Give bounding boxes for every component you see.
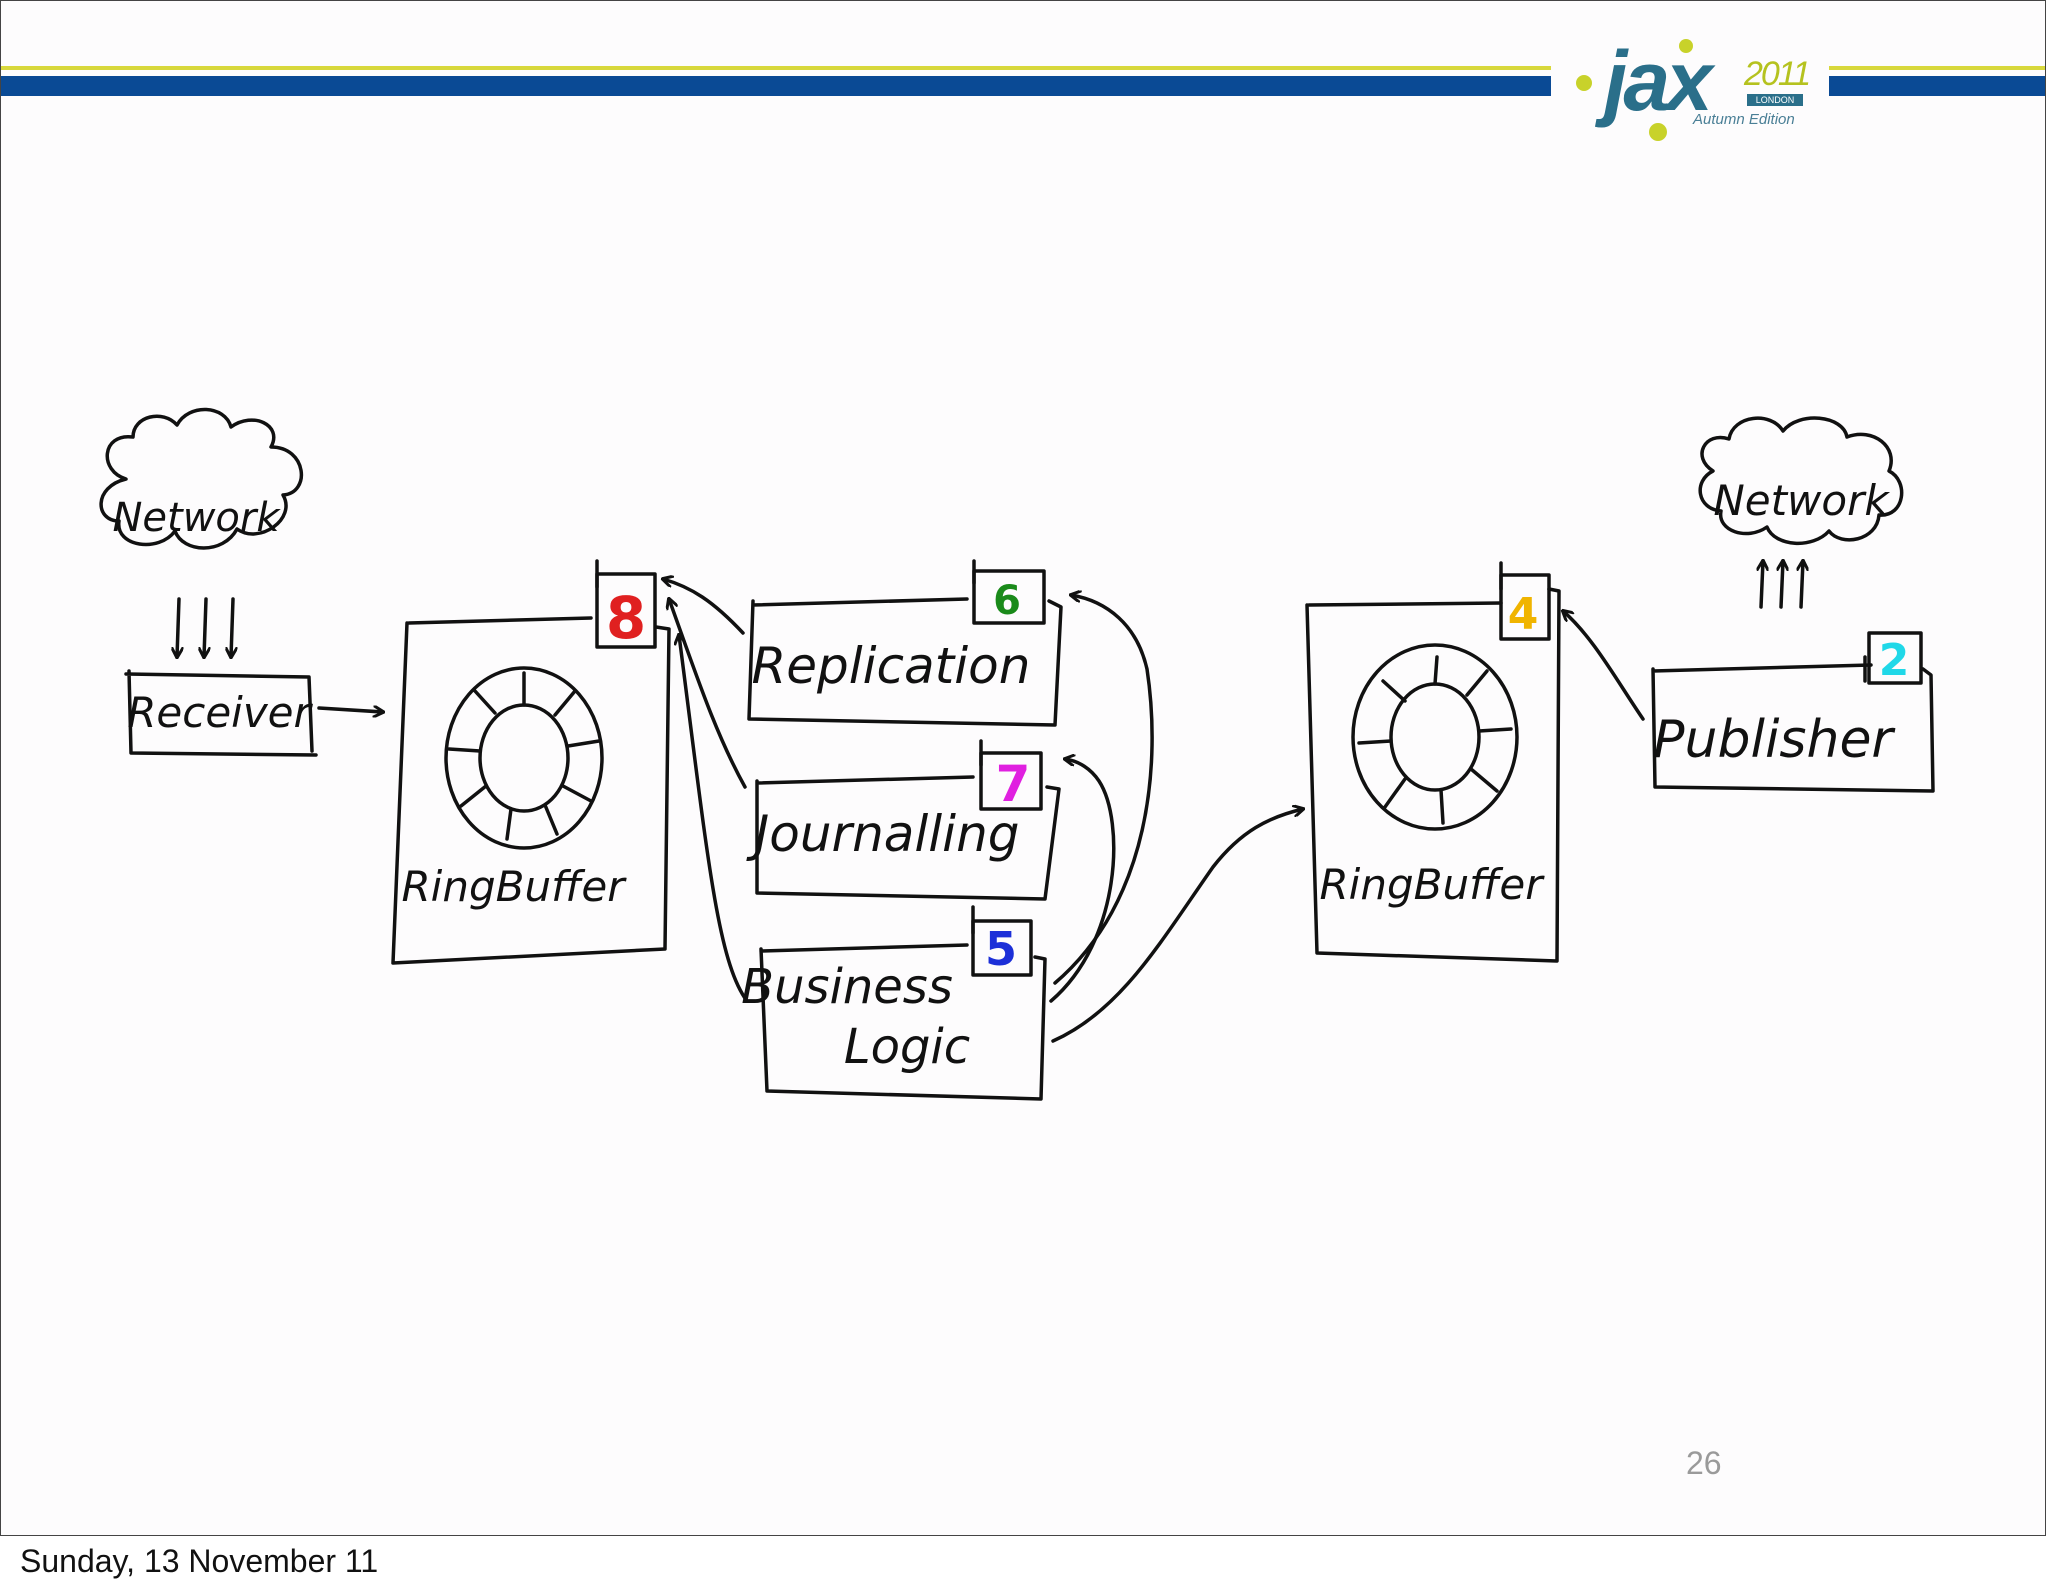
network-out-arrows [1761, 561, 1803, 609]
badge-4-box [1499, 573, 1551, 641]
publisher-to-ringbuffer-arrow [1563, 611, 1645, 721]
publisher-label: Publisher [1653, 710, 1896, 770]
header-stripe-blue-right [1829, 76, 2045, 96]
publisher-box [1651, 663, 1935, 793]
badge-7-number: 7 [996, 755, 1031, 813]
logo-dot-icon [1649, 123, 1667, 141]
slide: jax 2011 LONDON Autumn Edition [0, 0, 2046, 1536]
badge-4-number: 4 [1508, 589, 1539, 640]
business-logic-box [759, 943, 1047, 1101]
network-in-cloud [99, 407, 304, 550]
journalling-to-ringbuffer-arrow [669, 599, 747, 789]
badge-5-box [971, 919, 1033, 977]
ringbuffer-out-box [1305, 587, 1561, 963]
business-logic-to-replication-arrow [1053, 595, 1154, 985]
network-in-label: Network [112, 495, 281, 541]
badge-5-number: 5 [985, 922, 1017, 976]
replication-to-ringbuffer-arrow [663, 579, 745, 635]
badge-2-number: 2 [1879, 635, 1910, 686]
logo-dot-icon [1576, 75, 1592, 91]
ringbuffer-out-label: RingBuffer [1320, 860, 1546, 909]
logo-city: LONDON [1747, 94, 1803, 106]
receiver-to-ringbuffer-arrow [317, 708, 383, 712]
business-logic-label-line1: Business [741, 959, 953, 1015]
business-logic-label-line2: Logic [844, 1019, 970, 1075]
header-stripe-blue-left [1, 76, 1551, 96]
logo-dot-icon [1679, 39, 1693, 53]
replication-box [747, 597, 1063, 727]
ringbuffer-in-box [391, 616, 671, 965]
header-stripe-yellow-left [1, 66, 1551, 70]
business-logic-to-ringbuffer-out-arrow [1051, 809, 1303, 1043]
ringbuffer-in-ring-icon [444, 666, 604, 850]
logo-edition: Autumn Edition [1693, 111, 1795, 128]
ringbuffer-out-ring-icon [1351, 643, 1519, 831]
jax-logo: jax 2011 LONDON Autumn Edition [1566, 31, 1836, 146]
header-stripe-yellow-right [1829, 66, 2045, 70]
logo-year: 2011 [1744, 55, 1811, 93]
badge-6-number: 6 [993, 578, 1021, 624]
receiver-box [124, 669, 318, 757]
journalling-label: Journalling [745, 805, 1019, 863]
network-out-cloud [1698, 416, 1904, 545]
replication-label: Replication [752, 637, 1031, 695]
network-out-label: Network [1713, 476, 1890, 525]
disruptor-diagram: Network Receiver RingBuffer Replication … [99, 407, 1935, 1101]
badge-6-box [972, 569, 1046, 625]
ringbuffer-in-label: RingBuffer [402, 862, 628, 911]
receiver-label: Receiver [127, 688, 313, 737]
footer-date: Sunday, 13 November 11 [20, 1543, 379, 1579]
business-logic-to-journalling-arrow [1049, 759, 1116, 1003]
badge-8-number: 8 [606, 584, 646, 652]
badge-7-box [979, 751, 1043, 811]
badge-8-box [595, 572, 657, 649]
business-logic-to-ringbuffer-arrow [679, 635, 749, 1003]
journalling-box [755, 775, 1061, 901]
badge-2-box [1867, 631, 1923, 685]
page-number: 26 [1686, 1445, 1722, 1481]
logo-word: jax [1604, 34, 1713, 128]
network-in-arrows [177, 597, 233, 657]
